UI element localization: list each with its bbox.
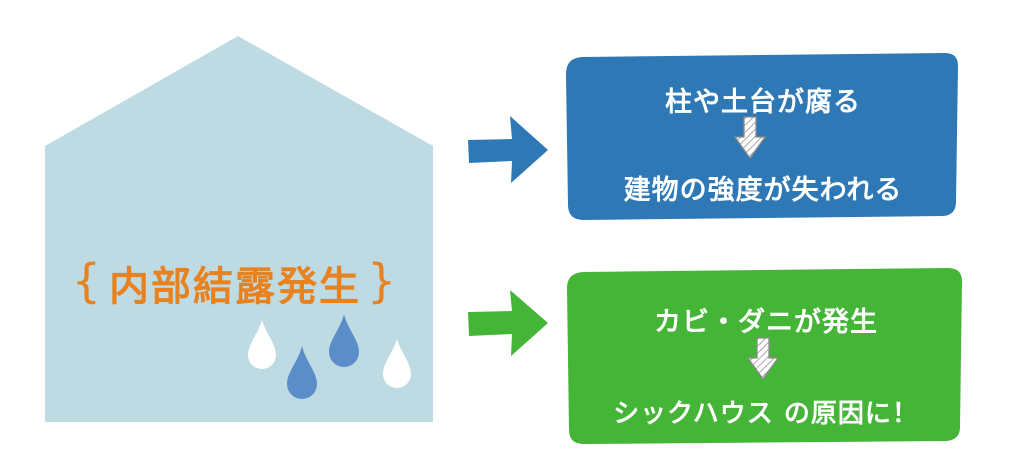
box-bottom-line2: シックハウス の原因に！: [613, 399, 919, 429]
box-bottom-line1: カビ・ダニが発生: [654, 307, 878, 338]
brace-right: }: [367, 254, 399, 308]
box-top-line1: 柱や土台が腐る: [665, 87, 861, 118]
house-title: { 内部結露発生 }: [50, 248, 420, 318]
arrow-right-top-icon: [468, 116, 548, 183]
brace-left: {: [71, 254, 103, 308]
arrow-right-bottom-icon: [468, 290, 548, 356]
water-drop-blue-center-icon: [329, 314, 359, 367]
water-drop-white-right-icon: [383, 339, 411, 388]
box-top-line2: 建物の強度が失われる: [623, 175, 903, 206]
house-title-text: 内部結露発生: [109, 264, 361, 310]
water-drop-blue-bottom-icon: [287, 346, 317, 399]
down-arrow-top-icon: [733, 116, 767, 160]
house-shape: [45, 36, 433, 422]
water-drop-white-left-icon: [248, 320, 276, 369]
down-arrow-bottom-icon: [746, 337, 780, 381]
